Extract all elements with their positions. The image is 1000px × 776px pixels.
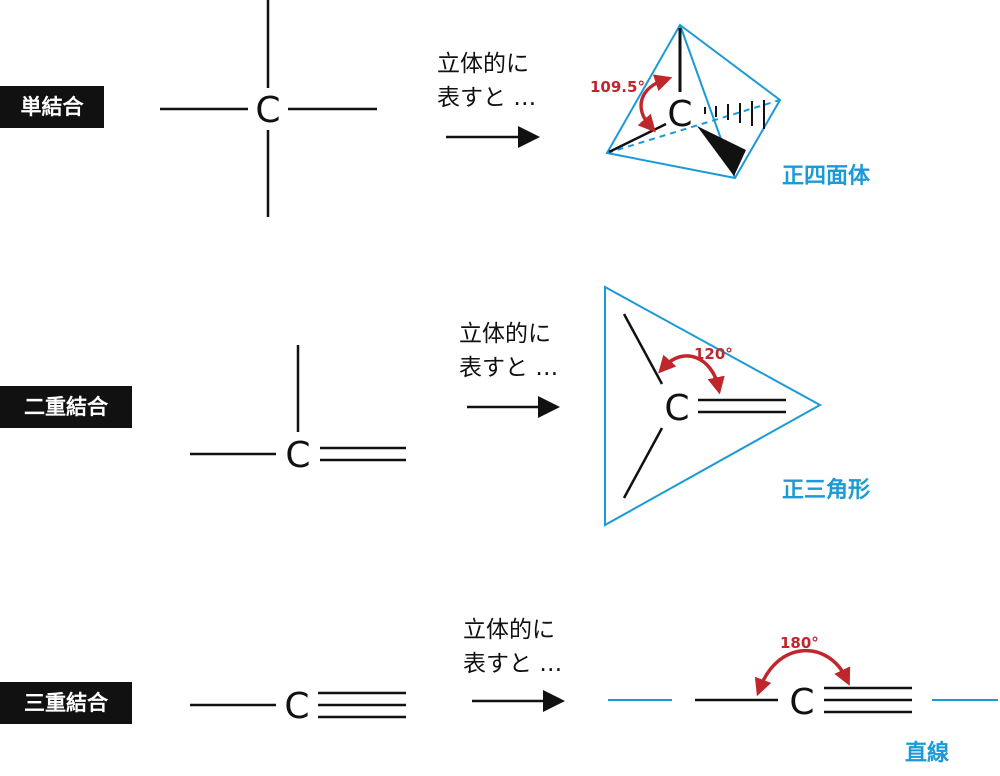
shape-name-triangle: 正三角形 (782, 478, 871, 503)
carbon-atom-label: C (667, 94, 692, 135)
angle-label-double: 120° (694, 345, 733, 363)
tetrahedron-model: C 109.5° (590, 23, 782, 180)
carbon-atom-label: C (255, 90, 280, 131)
caption-double-line1: 立体的に (459, 321, 551, 347)
caption-double-line2: 表すと … (459, 355, 559, 381)
caption-single-line2: 表すと … (437, 85, 537, 111)
carbon-atom-label: C (664, 388, 689, 429)
carbon-atom-label: C (789, 682, 814, 723)
caption-triple-line2: 表すと … (463, 651, 563, 677)
arrow-triple (472, 690, 565, 712)
triangle-model: C 120° (604, 285, 823, 527)
arrow-single (446, 126, 540, 148)
angle-label-triple: 180° (780, 634, 819, 652)
caption-single-line1: 立体的に (437, 51, 529, 77)
bond-label-triple: 三重結合 (0, 682, 132, 724)
triple-bond-flat-structure: C (190, 686, 406, 727)
carbon-atom-label: C (284, 686, 309, 727)
caption-triple-line1: 立体的に (463, 617, 555, 643)
bond-label-single: 単結合 (0, 86, 104, 128)
arrow-double (467, 396, 560, 418)
bond-label-double: 二重結合 (0, 386, 132, 428)
angle-label-single: 109.5° (590, 78, 645, 96)
linear-model: C 180° (608, 634, 998, 723)
shape-name-line: 直線 (905, 741, 950, 766)
double-bond-flat-structure: C (190, 345, 406, 476)
carbon-atom-label: C (285, 435, 310, 476)
shape-name-tetrahedron: 正四面体 (782, 164, 871, 189)
single-bond-flat-structure: C (160, 0, 377, 217)
